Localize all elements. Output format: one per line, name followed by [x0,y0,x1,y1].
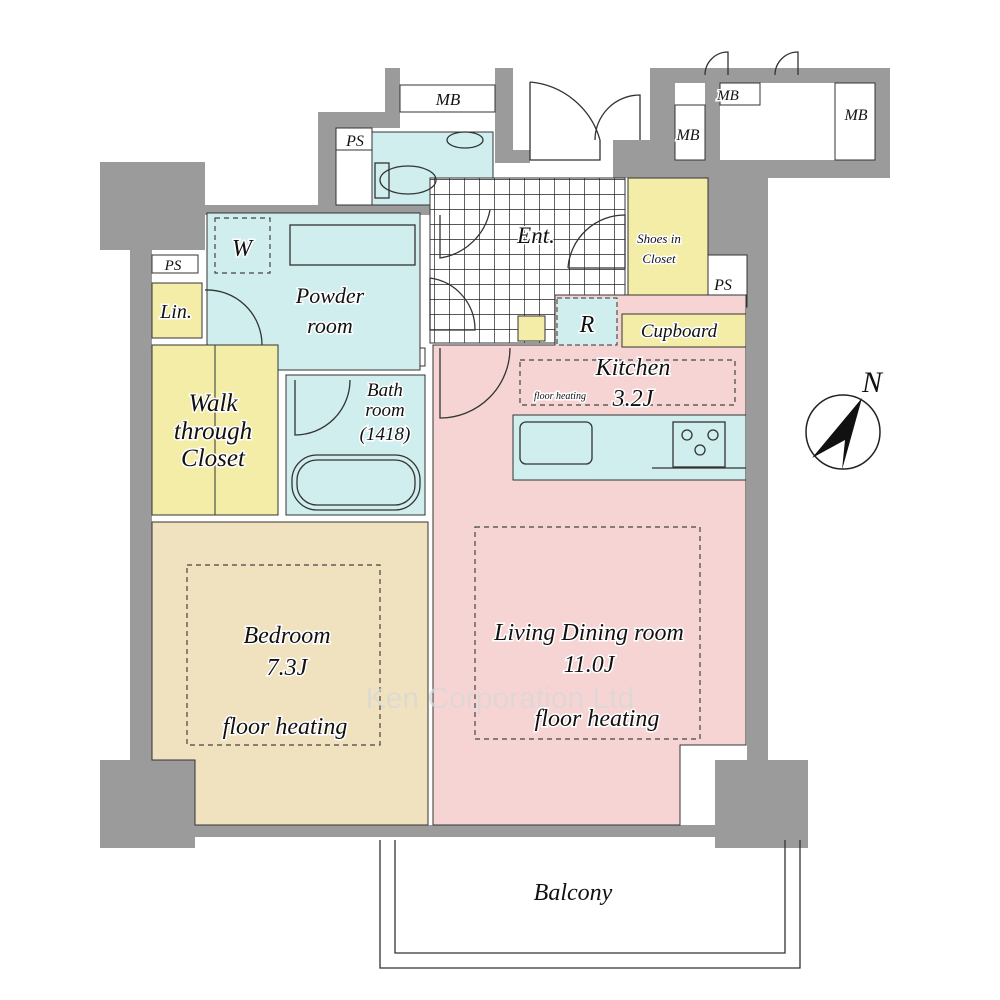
stove-icon [672,421,726,468]
shoes-closet [627,177,709,306]
label-bath-1: Bath [367,380,403,401]
label-fridge: R [579,312,595,338]
label-mb-right: MB [843,107,867,124]
living-dining-kitchen [432,294,747,826]
ps-left-box [151,254,199,274]
compass-north-label: N [861,366,884,399]
label-walk-3: Closet [181,445,246,472]
fixtures [186,51,799,746]
mb-mid-box [719,82,761,106]
fridge-space [556,297,618,346]
linen-closet [151,282,203,339]
label-mb-top: MB [435,90,461,109]
bath-room [285,374,426,516]
label-ldr: Living Dining room [493,620,684,646]
bathtub-icon [291,454,421,511]
label-ps-right: PS [713,277,732,294]
label-ps-left: PS [164,258,182,274]
label-bath-2: room [365,400,404,421]
kitchen-sink-icon [519,421,593,465]
label-kitchen-size: 3.2J [612,386,655,412]
label-bedroom-size: 7.3J [267,655,309,681]
bedroom [151,521,429,826]
door-icon [439,209,491,259]
label-mb-mid: MB [716,88,739,104]
label-ldr-heating: floor heating [535,706,660,732]
toilet-icon [379,165,437,195]
mb-top-box [399,84,496,113]
label-linen: Lin. [159,301,192,323]
label-ldr-size: 11.0J [564,652,616,678]
label-shoes-2: Closet [642,251,676,266]
label-walk-2: through [174,418,252,445]
label-shoes-1: Shoes in [637,231,681,246]
label-cupboard: Cupboard [641,321,718,342]
label-powder-1: Powder [295,283,365,308]
label-washer: W [232,236,254,262]
label-walk-1: Walk [188,390,238,417]
vanity-icon [289,224,416,266]
label-kitchen: Kitchen [595,355,671,381]
north-compass: N [805,365,885,470]
label-bath-3: (1418) [360,424,411,445]
label-bedroom: Bedroom [243,623,330,649]
balcony-outline [379,840,801,969]
walls [100,68,890,848]
powder-room [206,212,421,371]
mb-right-box [834,82,876,161]
mb-side-box [674,104,706,161]
cupboard [621,313,747,348]
label-ps-top: PS [345,133,364,150]
room-labels: MB MB MB MB PS PS PS W Lin. Powder room … [158,87,870,908]
label-powder-2: room [307,313,353,338]
north-arrow-icon [812,398,862,470]
sink-icon [446,131,484,149]
label-entrance: Ent. [516,223,555,248]
watermark: Ken Corporation Ltd [366,682,635,715]
label-balcony: Balcony [534,880,613,906]
label-bedroom-heating: floor heating [223,714,348,740]
kitchen-counter [512,414,747,481]
label-mb-side: MB [675,127,699,144]
label-kitchen-heating: floor heating [534,391,586,402]
